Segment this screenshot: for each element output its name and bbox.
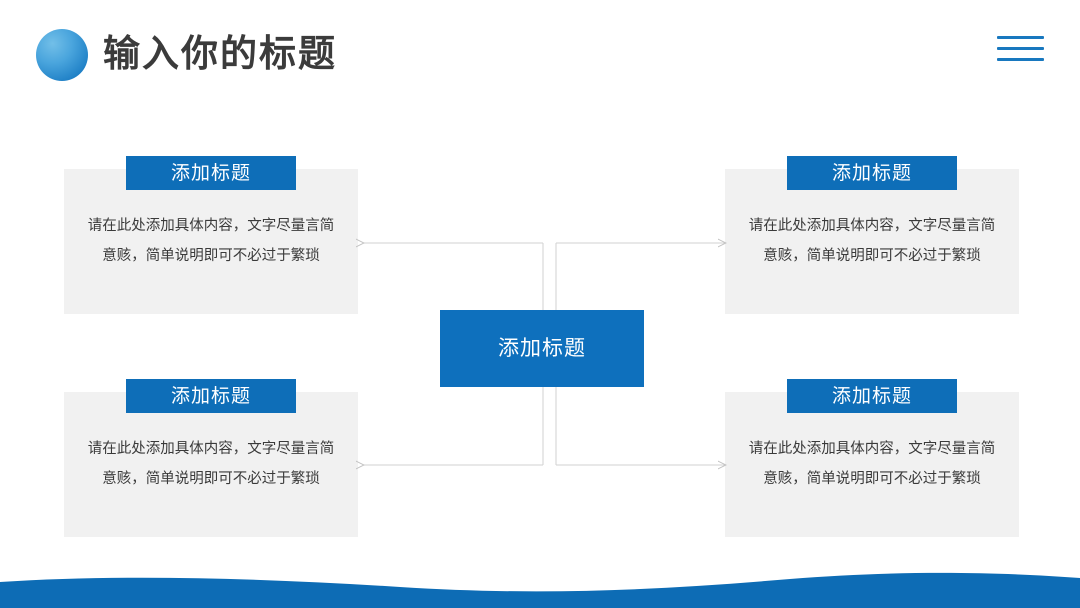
- card-body-top-right: 请在此处添加具体内容，文字尽量言简意赅，简单说明即可不必过于繁琐: [748, 218, 996, 264]
- info-card-top-left[interactable]: 添加标题 请在此处添加具体内容，文字尽量言简意赅，简单说明即可不必过于繁琐: [64, 156, 358, 314]
- menu-bar-top: [997, 36, 1044, 39]
- card-badge-top-left[interactable]: 添加标题: [126, 156, 296, 190]
- card-badge-top-right[interactable]: 添加标题: [787, 156, 957, 190]
- wave-shape: [0, 572, 1080, 608]
- info-card-bottom-right[interactable]: 添加标题 请在此处添加具体内容，文字尽量言简意赅，简单说明即可不必过于繁琐: [725, 379, 1019, 537]
- circle-bullet-icon: [36, 29, 88, 81]
- slide-header: 输入你的标题: [0, 0, 1080, 105]
- bottom-wave-decoration: [0, 572, 1080, 608]
- card-badge-bottom-right[interactable]: 添加标题: [787, 379, 957, 413]
- card-badge-bottom-left[interactable]: 添加标题: [126, 379, 296, 413]
- card-body-bottom-right: 请在此处添加具体内容，文字尽量言简意赅，简单说明即可不必过于繁琐: [748, 441, 996, 487]
- menu-bar-bottom: [997, 58, 1044, 61]
- info-card-bottom-left[interactable]: 添加标题 请在此处添加具体内容，文字尽量言简意赅，简单说明即可不必过于繁琐: [64, 379, 358, 537]
- center-node[interactable]: 添加标题: [440, 310, 644, 387]
- menu-bar-middle: [997, 47, 1044, 50]
- page-title: 输入你的标题: [103, 31, 337, 75]
- card-body-top-left: 请在此处添加具体内容，文字尽量言简意赅，简单说明即可不必过于繁琐: [87, 218, 335, 264]
- card-body-bottom-left: 请在此处添加具体内容，文字尽量言简意赅，简单说明即可不必过于繁琐: [87, 441, 335, 487]
- hamburger-menu-icon[interactable]: [997, 36, 1044, 66]
- info-card-top-right[interactable]: 添加标题 请在此处添加具体内容，文字尽量言简意赅，简单说明即可不必过于繁琐: [725, 156, 1019, 314]
